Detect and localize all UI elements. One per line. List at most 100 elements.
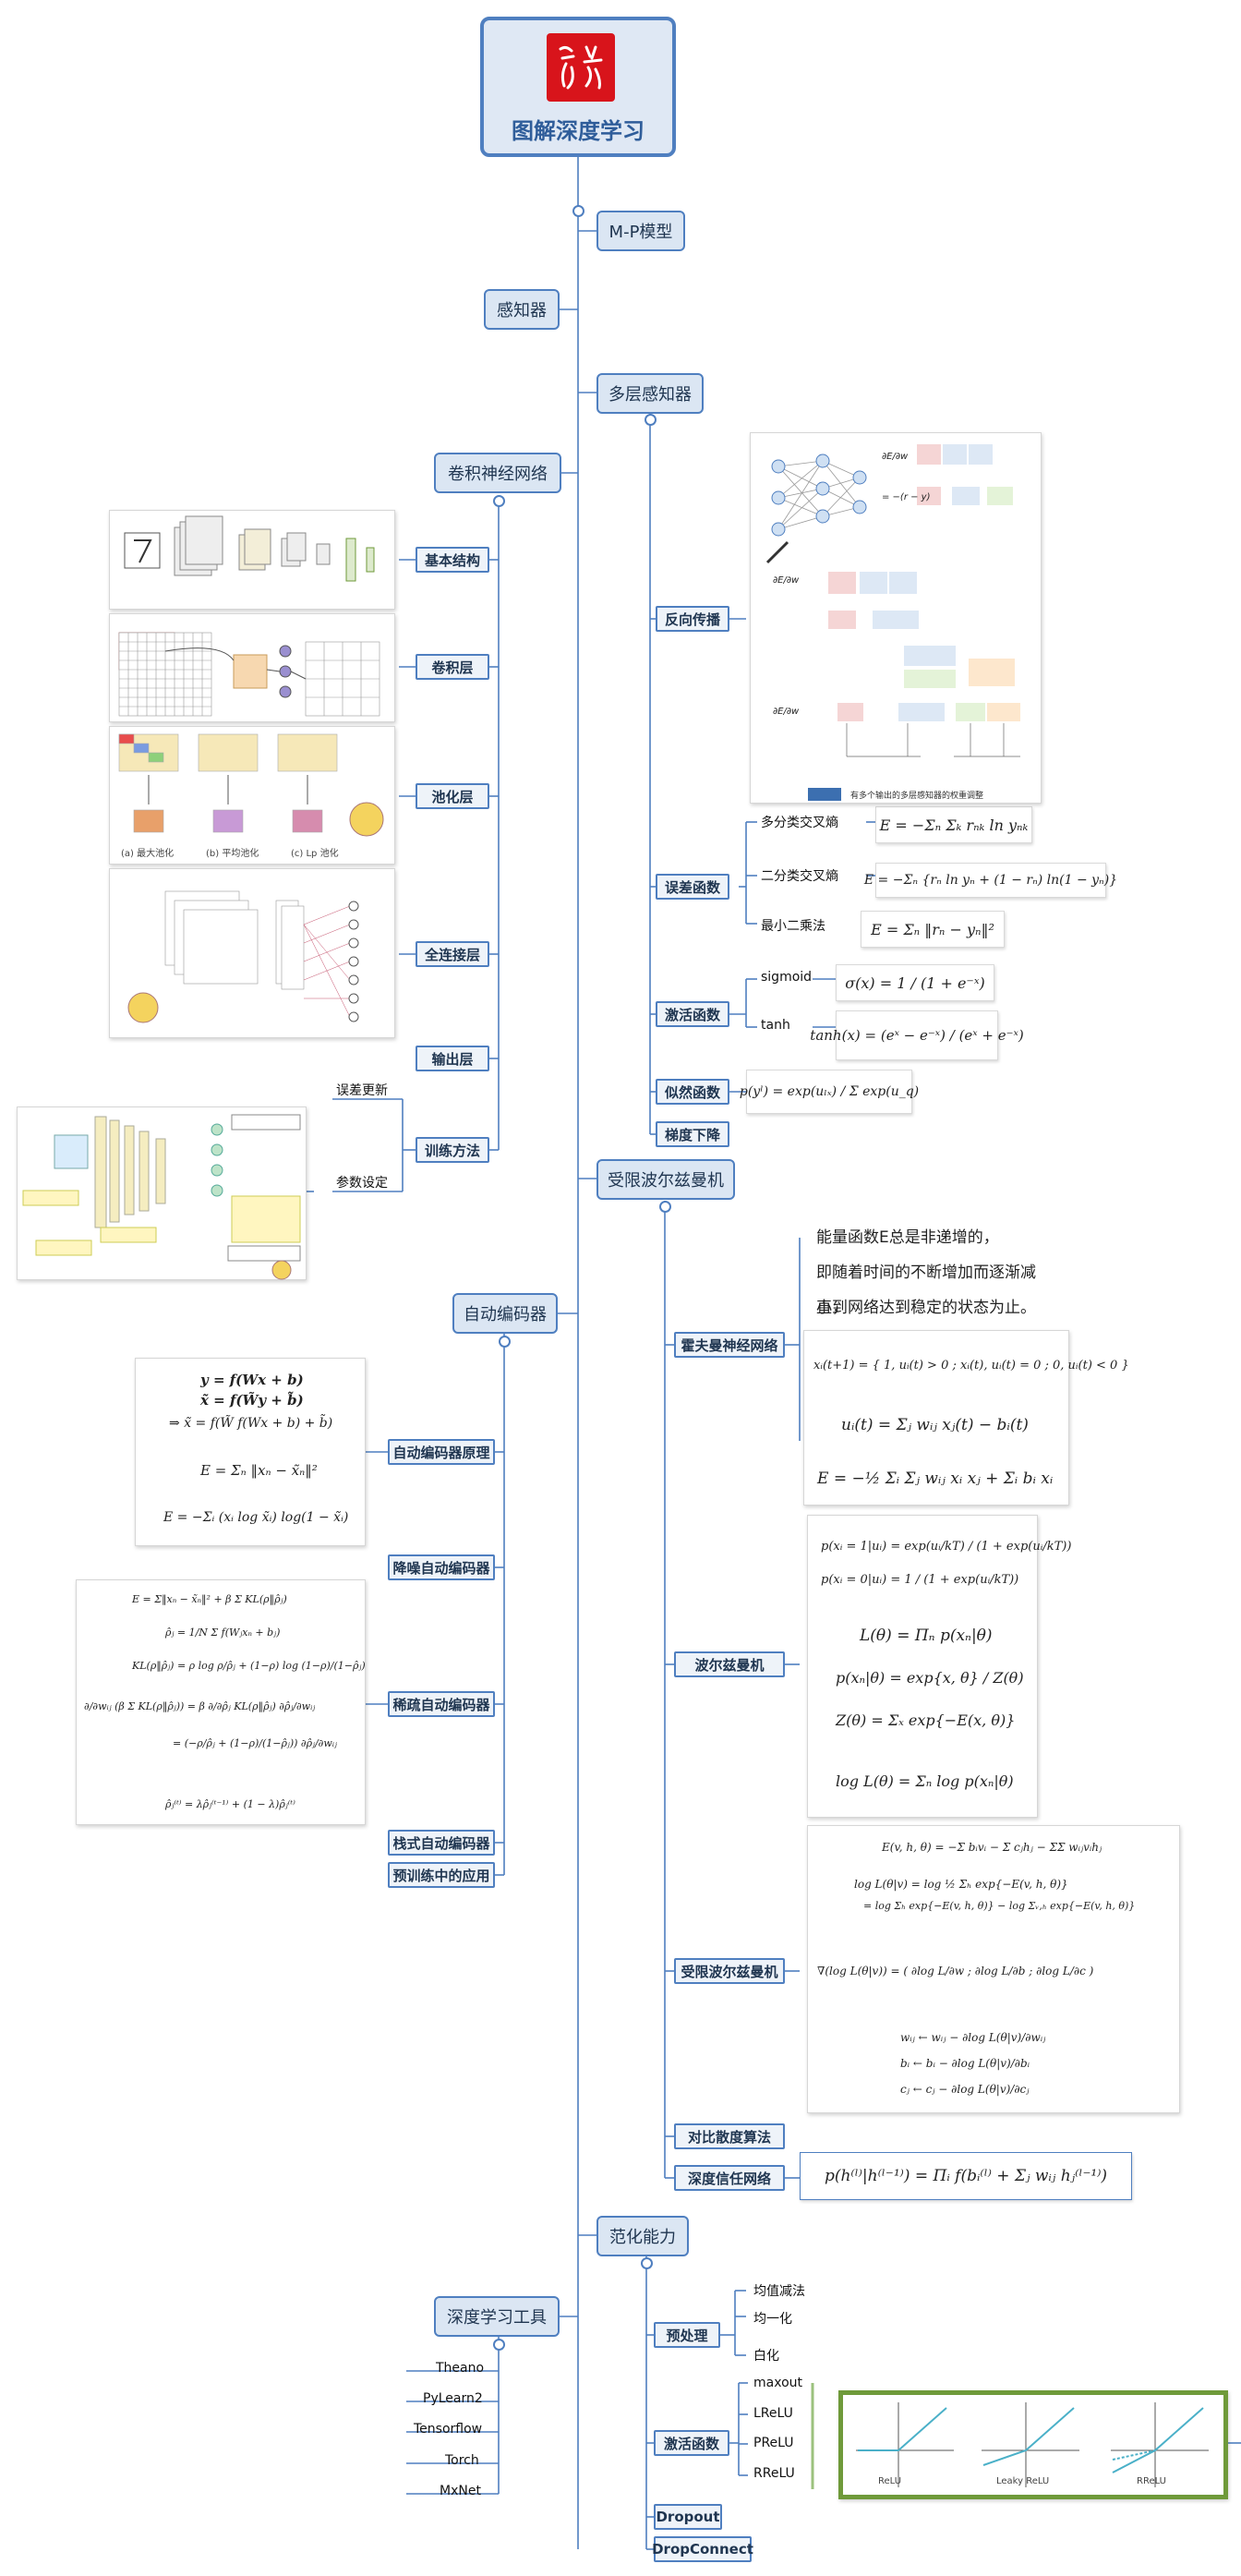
leaf-whitening[interactable]: 白化 <box>753 2349 779 2364</box>
leaf-binary-ce[interactable]: 二分类交叉熵 <box>761 869 838 884</box>
node-generalization[interactable]: 范化能力 <box>596 2216 689 2256</box>
rbm-formula-2: log L(θ|v) = log ½ Σₕ exp{−E(v, h, θ)} <box>854 1878 1068 1891</box>
leaf-multi-ce[interactable]: 多分类交叉熵 <box>761 816 838 830</box>
collapse-toggle[interactable] <box>493 2339 505 2351</box>
pooling-diagram <box>118 733 384 837</box>
root-node[interactable]: 图解深度学习 <box>480 17 676 157</box>
leaf-lrelu[interactable]: LReLU <box>753 2406 793 2421</box>
node-mlp[interactable]: 多层感知器 <box>596 373 704 414</box>
hopfield-text-2: 即随着时间的不断增加而逐渐减小， <box>816 1264 1036 1317</box>
formula-dbn: p(h⁽ˡ⁾|h⁽ˡ⁻¹⁾) = Πᵢ f(bᵢ⁽ˡ⁾ + Σⱼ wᵢⱼ hⱼ⁽… <box>800 2152 1132 2200</box>
node-gradient-descent[interactable]: 梯度下降 <box>656 1121 729 1147</box>
backprop-figure: ∂E/∂w = −(r − y) ∂E/∂w ∂E/∂w 有多个输出的多层感知器… <box>750 432 1042 804</box>
formula-least-squares: E = Σₙ ‖rₙ − yₙ‖² <box>861 911 1005 948</box>
node-backprop[interactable]: 反向传播 <box>656 606 729 632</box>
leaf-normalization[interactable]: 均一化 <box>753 2312 792 2327</box>
node-tools[interactable]: 深度学习工具 <box>434 2296 560 2337</box>
boltzmann-formula-card: p(xᵢ = 1|uᵢ) = exp(uᵢ/kT) / (1 + exp(uᵢ/… <box>807 1515 1071 1818</box>
tool-theano[interactable]: Theano <box>436 2361 485 2376</box>
node-rbm[interactable]: 受限波尔兹曼机 <box>674 1958 785 1984</box>
node-cnn-structure[interactable]: 基本结构 <box>416 547 489 573</box>
svg-text:∂E/∂w: ∂E/∂w <box>773 575 800 586</box>
sparse-formula-3: KL(ρ‖ρ̂ⱼ) = ρ log ρ/ρ̂ⱼ + (1−ρ) log (1−ρ… <box>132 1660 366 1672</box>
leaf-rrelu[interactable]: RReLU <box>753 2466 795 2481</box>
node-stacked-ae[interactable]: 栈式自动编码器 <box>388 1830 495 1856</box>
node-dropconnect[interactable]: DropConnect <box>652 2536 753 2562</box>
node-output-layer[interactable]: 输出层 <box>416 1046 489 1071</box>
node-dropout[interactable]: Dropout <box>654 2504 722 2530</box>
node-ae-principle[interactable]: 自动编码器原理 <box>388 1439 495 1465</box>
collapse-toggle[interactable] <box>659 1201 671 1213</box>
fc-layer-diagram <box>127 890 359 1023</box>
tool-torch[interactable]: Torch <box>445 2453 479 2468</box>
sparse-ae-formula-card: E = Σ‖xₙ − x̃ₙ‖² + β Σ KL(ρ‖ρ̂ⱼ) ρ̂ⱼ = 1… <box>76 1579 366 1825</box>
ae-formula-1: y = f(Wx + b) <box>200 1372 304 1388</box>
boltzmann-formula-1: p(xᵢ = 1|uᵢ) = exp(uᵢ/kT) / (1 + exp(uᵢ/… <box>821 1540 1072 1554</box>
node-pretraining[interactable]: 预训练中的应用 <box>388 1862 495 1888</box>
hopfield-text-3: 直到网络达到稳定的状态为止。 <box>816 1299 1036 1317</box>
rbm-formula-4: ∇(log L(θ|v)) = ( ∂log L/∂w ; ∂log L/∂b … <box>817 1965 1094 1977</box>
leaf-sigmoid[interactable]: sigmoid <box>761 970 813 985</box>
rbm-formula-6: bᵢ ← bᵢ − ∂log L(θ|v)/∂bᵢ <box>900 2057 1030 2070</box>
sparse-formula-2: ρ̂ⱼ = 1/N Σ f(Wⱼxₙ + bⱼ) <box>165 1627 281 1639</box>
leaf-maxout[interactable]: maxout <box>753 2376 802 2390</box>
node-likelihood[interactable]: 似然函数 <box>656 1079 729 1105</box>
svg-text:∂E/∂w: ∂E/∂w <box>882 452 909 462</box>
node-rbm-group[interactable]: 受限波尔兹曼机 <box>596 1159 735 1200</box>
pooling-layer-figure: (a) 最大池化 (b) 平均池化 (c) Lp 池化 <box>109 726 395 865</box>
node-error-function[interactable]: 误差函数 <box>656 874 729 900</box>
ae-formula-3: ⇒ x̃ = f(W̃ f(Wx + b) + b̃) <box>169 1416 333 1431</box>
node-autoencoder[interactable]: 自动编码器 <box>452 1293 558 1334</box>
node-hopfield[interactable]: 霍夫曼神经网络 <box>674 1332 785 1358</box>
plot-label-rrelu: RReLU <box>1137 2476 1166 2486</box>
node-perceptron[interactable]: 感知器 <box>484 289 560 330</box>
leaf-least-squares[interactable]: 最小二乘法 <box>761 919 825 934</box>
cnn-structure-diagram <box>124 515 375 582</box>
tool-pylearn2[interactable]: PyLearn2 <box>423 2391 483 2406</box>
node-activation-2[interactable]: 激活函数 <box>654 2430 729 2456</box>
node-pooling-layer[interactable]: 池化层 <box>416 783 489 809</box>
collapse-toggle[interactable] <box>499 1336 511 1348</box>
tool-tensorflow[interactable]: Tensorflow <box>414 2422 483 2437</box>
svg-text:∂E/∂w: ∂E/∂w <box>773 707 800 717</box>
node-dbn[interactable]: 深度信任网络 <box>674 2165 785 2191</box>
node-conv-layer[interactable]: 卷积层 <box>416 654 489 680</box>
leaf-error-update[interactable]: 误差更新 <box>336 1083 388 1098</box>
boltzmann-formula-6: log L(θ) = Σₙ log p(xₙ|θ) <box>836 1772 1014 1790</box>
formula-likelihood: p(yˡ) = exp(uₗₓ) / Σ exp(u_q) <box>740 1070 919 1114</box>
node-training-method[interactable]: 训练方法 <box>416 1137 489 1163</box>
node-cd[interactable]: 对比散度算法 <box>674 2123 785 2149</box>
leaf-mean-subtraction[interactable]: 均值减法 <box>753 2284 805 2299</box>
seal-glyph <box>559 45 603 90</box>
tool-mxnet[interactable]: MxNet <box>440 2484 481 2498</box>
svg-text:= −(r − y): = −(r − y) <box>882 492 931 502</box>
collapse-toggle[interactable] <box>641 2257 653 2269</box>
leaf-tanh[interactable]: tanh <box>761 1018 790 1033</box>
node-denoising-ae[interactable]: 降噪自动编码器 <box>388 1554 495 1580</box>
collapse-toggle[interactable] <box>493 495 505 507</box>
leaf-param-setting[interactable]: 参数设定 <box>336 1176 388 1191</box>
backprop-caption: 有多个输出的多层感知器的权重调整 <box>850 790 983 801</box>
node-preprocess[interactable]: 预处理 <box>654 2322 720 2348</box>
hopfield-formula-card: xᵢ(t+1) = { 1, uᵢ(t) > 0 ; xᵢ(t), uᵢ(t) … <box>803 1330 1129 1506</box>
pool-label-avg: (b) 平均池化 <box>206 849 259 859</box>
rbm-formula-5: wᵢⱼ ← wᵢⱼ − ∂log L(θ|v)/∂wᵢⱼ <box>900 2031 1046 2044</box>
node-mp-model[interactable]: M-P模型 <box>596 211 685 251</box>
sparse-formula-6: ρ̂ⱼ⁽ᵗ⁾ = λρ̂ⱼ⁽ᵗ⁻¹⁾ + (1 − λ)ρ̂ⱼ⁽ᵗ⁾ <box>165 1798 295 1810</box>
sparse-formula-4: ∂/∂wᵢⱼ (β Σ KL(ρ‖ρ̂ⱼ)) = β ∂/∂ρ̂ⱼ KL(ρ‖ρ… <box>84 1700 316 1712</box>
root-title: 图解深度学习 <box>512 118 645 144</box>
cnn-structure-figure <box>109 510 395 610</box>
conv-layer-diagram <box>118 632 380 717</box>
node-activation[interactable]: 激活函数 <box>656 1001 729 1027</box>
node-fc-layer[interactable]: 全连接层 <box>416 941 489 967</box>
node-sparse-ae[interactable]: 稀疏自动编码器 <box>388 1691 495 1717</box>
node-cnn[interactable]: 卷积神经网络 <box>434 453 561 493</box>
leaf-prelu[interactable]: PReLU <box>753 2436 794 2450</box>
rbm-formula-3: = log Σₕ exp{−E(v, h, θ)} − log Σᵥ,ₕ exp… <box>863 1900 1136 1912</box>
collapse-toggle[interactable] <box>572 205 584 217</box>
hopfield-text-1: 能量函数E总是非递增的， <box>816 1228 999 1247</box>
collapse-toggle[interactable] <box>645 414 657 426</box>
node-boltzmann[interactable]: 波尔兹曼机 <box>674 1651 785 1677</box>
pool-label-lp: (c) Lp 池化 <box>291 849 339 859</box>
